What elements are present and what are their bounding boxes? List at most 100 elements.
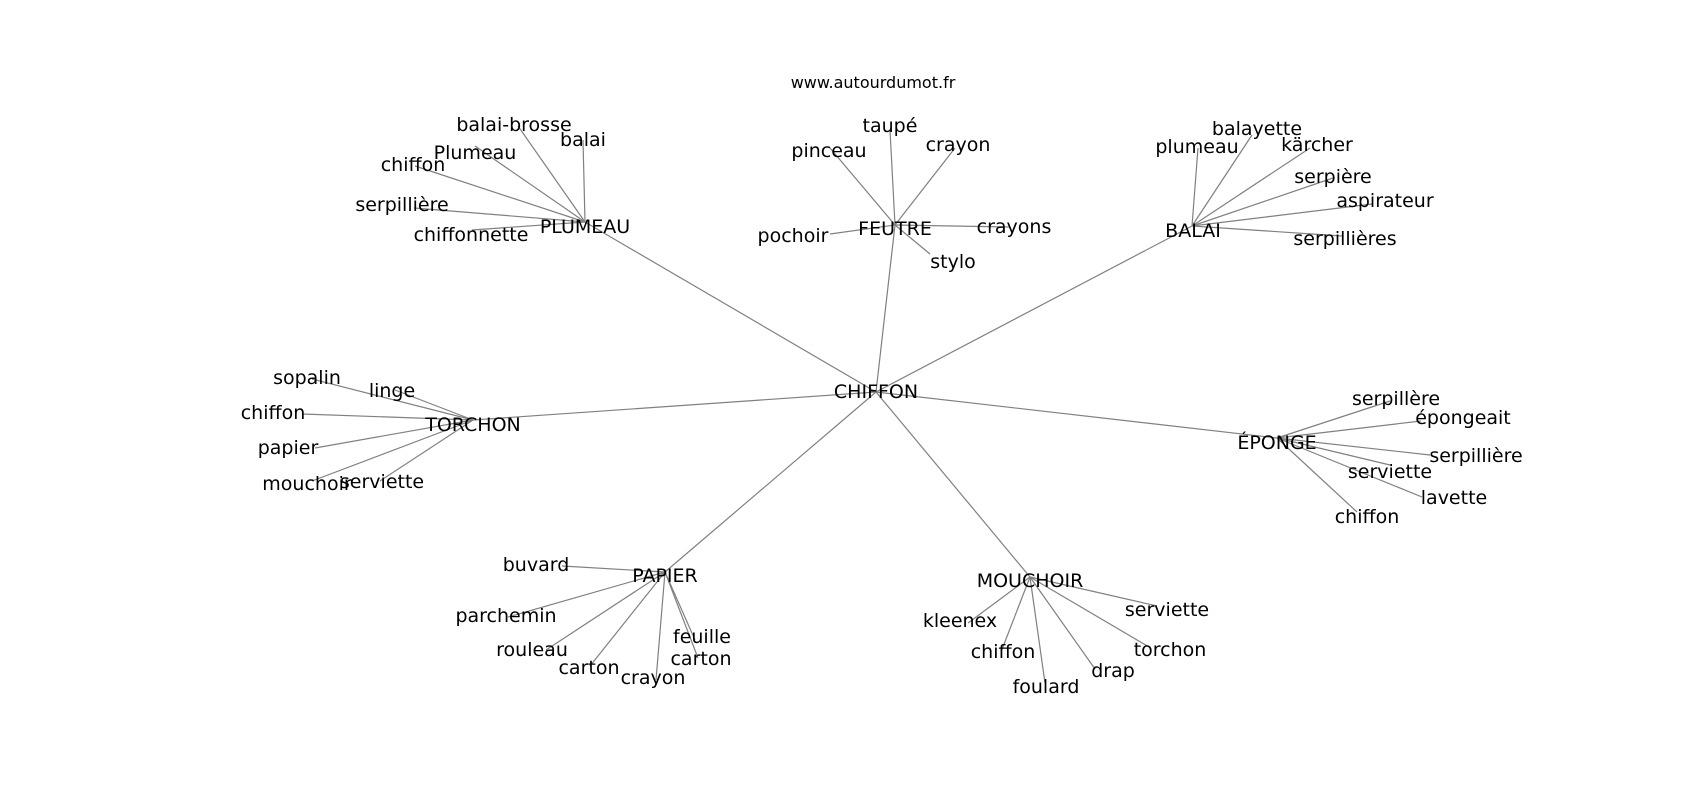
edge-balai-leaf — [1191, 147, 1199, 227]
leaf-label-eponge: lavette — [1421, 487, 1487, 509]
hub-label-feutre: FEUTRE — [858, 218, 932, 240]
edge-eponge-leaf — [1276, 437, 1423, 498]
edge-papier-leaf — [664, 571, 699, 659]
hub-label-balai: BALAI — [1165, 220, 1221, 242]
edge-plumeau-leaf — [474, 145, 586, 223]
leaf-label-eponge: serpillère — [1352, 388, 1440, 410]
edge-balai-leaf — [1191, 177, 1334, 227]
edge-papier-leaf — [507, 571, 666, 618]
edge-balai-leaf — [1191, 225, 1343, 237]
edge-center-mouchoir — [875, 391, 1031, 578]
edge-center-torchon — [472, 391, 877, 421]
edge-papier-leaf — [545, 571, 666, 651]
edge-plumeau-leaf — [582, 139, 586, 223]
edge-torchon-leaf — [314, 419, 474, 449]
hub-label-papier: PAPIER — [632, 565, 698, 587]
leaf-label-eponge: chiffon — [1335, 506, 1400, 528]
leaf-label-plumeau: serpillière — [355, 194, 448, 216]
edge-eponge-leaf — [1276, 420, 1422, 439]
leaf-label-balai: balayette — [1212, 118, 1302, 140]
hub-label-mouchoir: MOUCHOIR — [977, 570, 1084, 592]
leaf-label-eponge: épongeait — [1415, 407, 1511, 429]
leaf-label-torchon: chiffon — [241, 402, 306, 424]
leaf-label-balai: aspirateur — [1336, 190, 1434, 212]
edges — [301, 125, 1431, 684]
edge-torchon-leaf — [301, 413, 474, 421]
hub-label-plumeau: PLUMEAU — [540, 216, 630, 238]
leaf-label-torchon: sopalin — [273, 367, 341, 389]
leaf-label-papier: carton — [670, 648, 731, 670]
edge-plumeau-leaf — [414, 165, 586, 223]
leaf-label-feutre: taupé — [863, 115, 918, 137]
leaf-label-papier: crayon — [621, 667, 686, 689]
edge-plumeau-leaf — [413, 207, 586, 223]
leaf-label-mouchoir: torchon — [1134, 639, 1207, 661]
edge-torchon-leaf — [311, 378, 474, 421]
edge-papier-leaf — [664, 571, 696, 641]
leaf-label-mouchoir: drap — [1091, 660, 1135, 682]
edge-eponge-leaf — [1276, 437, 1431, 456]
leaf-label-torchon: serviette — [340, 471, 424, 493]
source-label: www.autourdumot.fr — [791, 73, 956, 92]
leaf-label-plumeau: balai-brosse — [456, 114, 571, 136]
leaf-label-feutre: pochoir — [758, 225, 829, 247]
leaf-label-feutre: crayons — [977, 216, 1052, 238]
edge-feutre-leaf — [889, 129, 896, 226]
leaf-label-torchon: linge — [369, 380, 415, 402]
leaf-label-feutre: pinceau — [791, 140, 866, 162]
leaf-label-mouchoir: serviette — [1125, 599, 1209, 621]
edge-mouchoir-leaf — [1029, 576, 1096, 670]
leaf-label-torchon: mouchoir — [262, 473, 352, 495]
leaf-label-balai: serpillières — [1293, 228, 1396, 250]
edge-mouchoir-leaf — [1000, 576, 1031, 653]
edge-center-balai — [875, 225, 1193, 393]
edge-papier-leaf — [561, 565, 666, 573]
leaf-label-papier: carton — [558, 657, 619, 679]
leaf-label-plumeau: chiffonnette — [414, 224, 529, 246]
edge-papier-leaf — [589, 571, 666, 667]
edge-plumeau-leaf — [517, 125, 586, 223]
edge-mouchoir-leaf — [967, 576, 1031, 624]
edge-center-papier — [664, 391, 877, 573]
labels: balai-brossebalaiPlumeauchiffonserpilliè… — [241, 114, 1523, 698]
edge-mouchoir-leaf — [1029, 576, 1046, 684]
edge-eponge-leaf — [1276, 437, 1391, 466]
leaf-label-torchon: papier — [258, 437, 319, 459]
leaf-label-mouchoir: foulard — [1013, 676, 1080, 698]
edge-mouchoir-leaf — [1029, 576, 1158, 607]
leaf-label-papier: rouleau — [496, 639, 568, 661]
edge-center-eponge — [875, 391, 1278, 439]
leaf-label-feutre: stylo — [930, 251, 976, 273]
edge-torchon-leaf — [311, 419, 474, 482]
center-node-label: CHIFFON — [834, 381, 918, 403]
leaf-label-papier: buvard — [503, 554, 570, 576]
leaf-label-mouchoir: kleenex — [923, 610, 997, 632]
edge-feutre-leaf — [829, 224, 896, 235]
leaf-label-feutre: crayon — [926, 134, 991, 156]
edge-balai-leaf — [1191, 134, 1253, 227]
hub-label-eponge: ÉPONGE — [1237, 431, 1316, 454]
edge-center-feutre — [875, 224, 896, 393]
leaf-label-balai: kärcher — [1281, 134, 1353, 156]
edge-torchon-leaf — [394, 389, 474, 421]
leaf-label-plumeau: chiffon — [381, 154, 446, 176]
leaf-label-papier: feuille — [673, 626, 731, 648]
leaf-label-papier: parchemin — [455, 605, 556, 627]
leaf-label-mouchoir: chiffon — [971, 641, 1036, 663]
leaf-label-eponge: serpillière — [1429, 445, 1522, 467]
edge-feutre-leaf — [894, 224, 931, 255]
edge-mouchoir-leaf — [1029, 576, 1150, 648]
edge-feutre-leaf — [894, 147, 956, 226]
leaf-label-plumeau: balai — [560, 129, 606, 151]
edge-feutre-leaf — [829, 147, 896, 226]
edge-balai-leaf — [1191, 147, 1311, 227]
edge-feutre-leaf — [894, 224, 1011, 228]
edge-eponge-leaf — [1276, 400, 1391, 439]
edge-plumeau-leaf — [471, 221, 586, 231]
hub-label-torchon: TORCHON — [424, 414, 521, 436]
edge-center-plumeau — [584, 221, 877, 393]
leaf-label-plumeau: Plumeau — [434, 142, 517, 164]
leaf-label-balai: plumeau — [1155, 136, 1238, 158]
leaf-label-eponge: serviette — [1348, 461, 1432, 483]
